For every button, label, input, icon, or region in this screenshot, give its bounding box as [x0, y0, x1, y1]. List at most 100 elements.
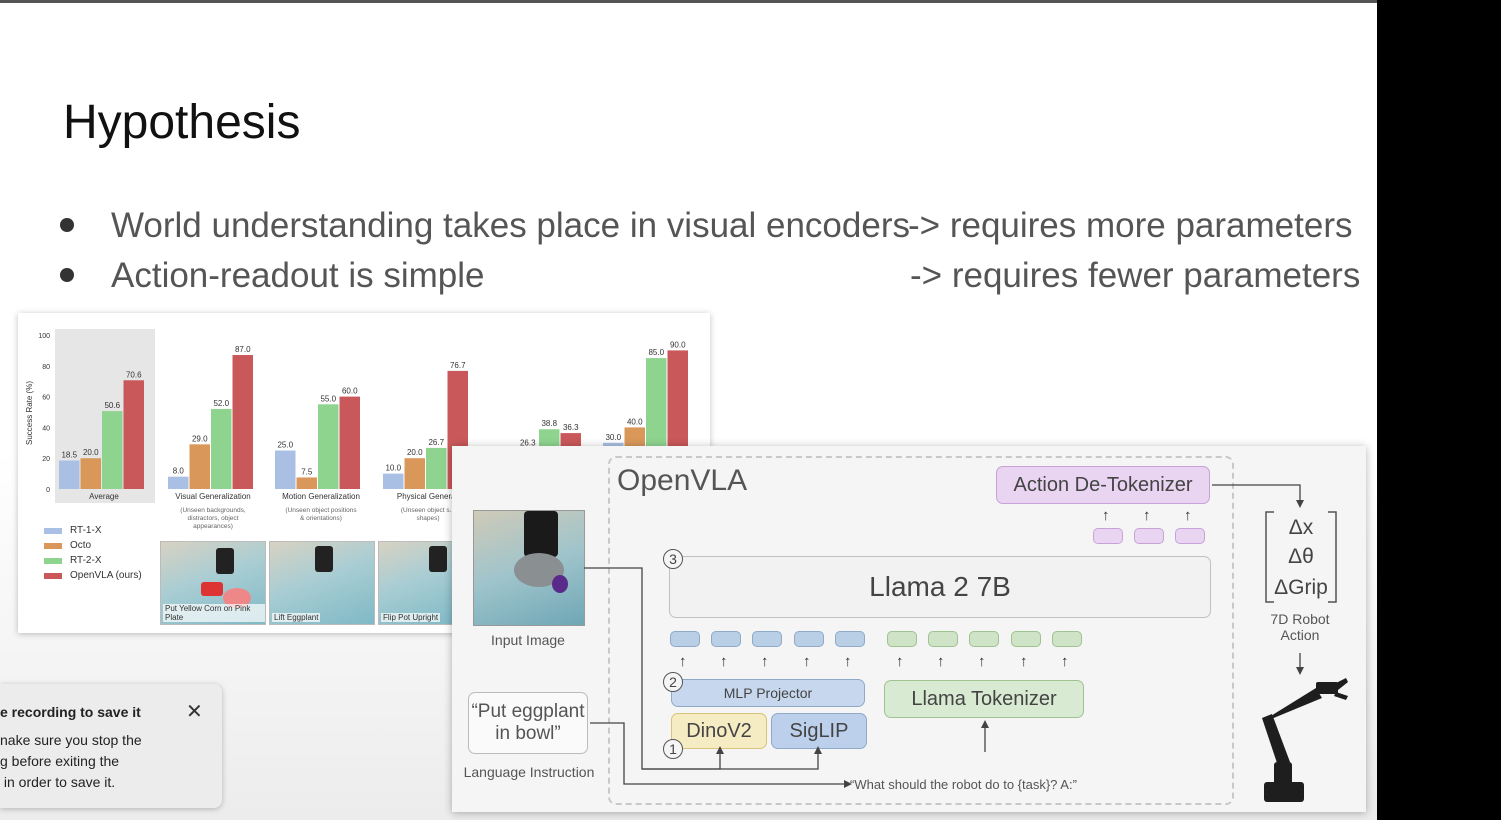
arrow-up-icon: ↑ [679, 653, 687, 670]
bar [211, 408, 232, 489]
text-token [887, 631, 917, 647]
bullet-1-text: World understanding takes place in visua… [111, 206, 910, 245]
y-tick-label: 100 [38, 333, 50, 340]
arrow-up-icon: ↑ [803, 653, 811, 670]
x-category-label: Motion Generalization [282, 492, 360, 501]
arrow-up-icon: ↑ [937, 653, 945, 670]
siglip-box: SigLIP [771, 713, 867, 749]
vision-token [752, 631, 782, 647]
bar [123, 380, 144, 489]
close-icon[interactable]: ✕ [186, 701, 203, 723]
x-category-label: Visual Generalization [175, 492, 250, 501]
action-token [1093, 528, 1123, 544]
llama-tokenizer-box: Llama Tokenizer [884, 680, 1084, 718]
chart-legend: RT-1-X Octo RT-2-X OpenVLA (ours) [44, 523, 142, 583]
prompt-text: “What should the robot do to {task}? A:” [850, 777, 1077, 792]
arrow-up-icon: ↑ [1143, 507, 1151, 524]
action-dx: Δx [1288, 516, 1314, 539]
bullet-dot-icon [60, 267, 74, 282]
dinov2-box: DinoV2 [671, 713, 767, 749]
bar-value-label: 90.0 [670, 340, 686, 349]
openvla-dashed-border [608, 456, 1234, 805]
legend-swatch [44, 542, 62, 549]
arrow-up-icon: ↑ [978, 653, 986, 670]
vision-token [794, 631, 824, 647]
bar [296, 477, 317, 489]
y-axis-label: Success Rate (%) [25, 381, 34, 445]
slide: Hypothesis World understanding takes pla… [0, 0, 1377, 820]
x-category-note: shapes) [416, 515, 439, 522]
bar-value-label: 52.0 [213, 399, 229, 408]
robot-arm-shape [315, 546, 333, 572]
bullet-1-right: -> requires more parameters [908, 206, 1353, 245]
mlp-projector-box: MLP Projector [671, 679, 865, 707]
toast-title: e recording to save it [0, 704, 141, 720]
bar-value-label: 26.7 [428, 438, 444, 447]
toast-body: nake sure you stop the g before exiting … [0, 732, 142, 790]
thumbnail-image: Flip Pot Upright [378, 541, 460, 625]
y-tick-label: 20 [42, 456, 50, 463]
bar-value-label: 50.6 [104, 401, 120, 410]
legend-swatch [44, 572, 62, 579]
input-image-label: Input Image [491, 632, 565, 648]
action-dtheta: Δθ [1288, 545, 1314, 568]
bar-value-label: 18.5 [61, 451, 77, 460]
bar-value-label: 60.0 [342, 387, 358, 396]
legend-swatch [44, 527, 62, 534]
x-category-label: Physical Generali [397, 492, 459, 501]
legend-item: RT-1-X [44, 523, 142, 538]
y-tick-label: 0 [46, 487, 50, 494]
language-instruction-label: Language Instruction [463, 764, 595, 780]
llama-2-7b-box: Llama 2 7B [669, 556, 1211, 618]
arrow-up-icon: ↑ [1061, 653, 1069, 670]
text-token [1052, 631, 1082, 647]
bar-value-label: 29.0 [192, 434, 208, 443]
y-tick-label: 40 [42, 425, 50, 432]
action-token [1175, 528, 1205, 544]
arrow-up-icon: ↑ [1020, 653, 1028, 670]
slide-title: Hypothesis [63, 96, 301, 149]
x-category-label: Average [89, 492, 119, 501]
x-category-note: appearances) [193, 523, 233, 530]
recording-toast: e recording to save it ✕ nake sure you s… [0, 684, 222, 808]
thumbnail-image: Lift Eggplant [269, 541, 375, 625]
arrow-up-icon: ↑ [896, 653, 904, 670]
text-token [928, 631, 958, 647]
robot-action-label: 7D Robot Action [1270, 611, 1330, 643]
arrow-up-icon: ↑ [720, 653, 728, 670]
step-number: 1 [663, 739, 683, 759]
legend-item: RT-2-X [44, 553, 142, 568]
action-token [1134, 528, 1164, 544]
bar [404, 458, 425, 489]
action-dgrip: ΔGrip [1274, 576, 1328, 599]
bullet-dot-icon [60, 217, 74, 232]
action-detokenizer-box: Action De-Tokenizer [996, 466, 1210, 504]
arrow-down-icon [1296, 667, 1304, 675]
bar-value-label: 87.0 [235, 345, 251, 354]
bar-value-label: 10.0 [385, 464, 401, 473]
arrow-up-icon: ↑ [1102, 507, 1110, 524]
bar [383, 473, 404, 489]
bullet-2-text: Action-readout is simple [111, 256, 485, 295]
text-token [969, 631, 999, 647]
bar [232, 355, 253, 489]
bar-value-label: 20.0 [407, 448, 423, 457]
text-token [1011, 631, 1041, 647]
robot-arm-icon [1262, 678, 1348, 802]
bullet-2: Action-readout is simple -> requires few… [60, 256, 1360, 296]
x-category-note: & orientations) [300, 515, 342, 522]
legend-swatch [44, 557, 62, 564]
y-tick-label: 80 [42, 364, 50, 371]
language-instruction-box: “Put eggplant in bowl” [468, 692, 588, 754]
x-category-note: (Unseen object s... [401, 507, 455, 514]
vision-token [711, 631, 741, 647]
y-tick-label: 60 [42, 395, 50, 402]
bar-value-label: 25.0 [277, 441, 293, 450]
bar-value-label: 20.0 [83, 448, 99, 457]
bar-value-label: 76.7 [450, 361, 466, 370]
vision-token [670, 631, 700, 647]
bar-value-label: 7.5 [301, 467, 313, 476]
legend-item: OpenVLA (ours) [44, 568, 142, 583]
bullet-2-right: -> requires fewer parameters [910, 256, 1361, 295]
bar-value-label: 26.3 [520, 438, 536, 447]
